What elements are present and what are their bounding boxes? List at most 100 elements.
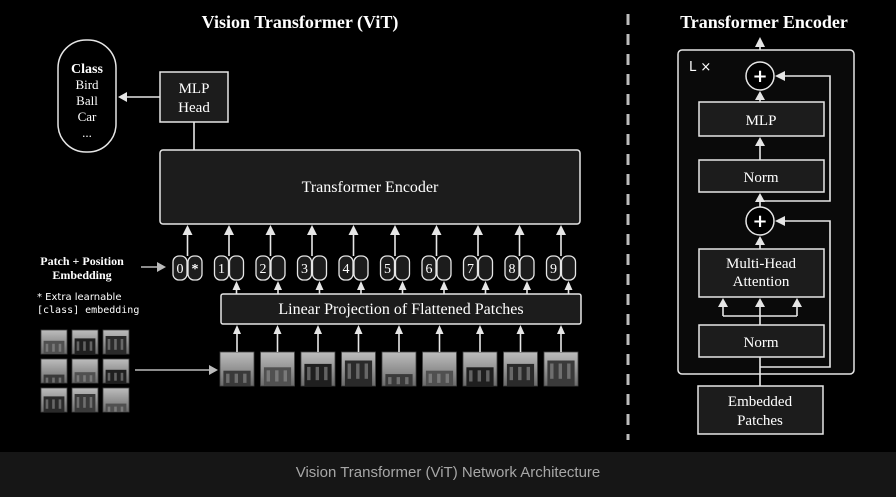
arrowhead	[557, 325, 565, 334]
flattened-patches-row	[219, 325, 579, 387]
extra-note: * Extra learnable	[37, 292, 122, 303]
arrowhead	[476, 325, 484, 334]
position-index: 2	[260, 262, 267, 277]
multi-head-attention-box: Multi-Head Attention	[698, 248, 825, 298]
patch-embedding-box	[560, 255, 577, 281]
arrowhead	[307, 225, 317, 235]
token-group: 1	[213, 225, 245, 294]
arrowhead	[265, 225, 276, 235]
residual-add-middle: +	[745, 206, 775, 236]
vit-title: Vision Transformer (ViT)	[202, 12, 399, 33]
encoder-connections	[718, 71, 831, 386]
encoder-norm-bottom-label: Norm	[744, 335, 779, 351]
token-group: 2	[255, 225, 286, 294]
embedding-label: Patch + Position	[40, 254, 124, 268]
plus-symbol: +	[752, 211, 767, 232]
arrowhead	[357, 281, 365, 290]
encoder-norm-top-label: Norm	[744, 170, 779, 186]
extra-note: [class] embedding	[37, 305, 139, 316]
plus-symbol: +	[752, 66, 767, 87]
arrowhead	[118, 92, 127, 102]
embedding-label: Embedding	[52, 268, 111, 282]
position-embedding-box	[379, 255, 396, 281]
class-item: Bird	[75, 77, 99, 92]
encoder-mlp-label: MLP	[746, 113, 777, 129]
position-index: 7	[467, 262, 474, 277]
encoder-norm-top-box: Norm	[698, 159, 825, 193]
arrowhead	[431, 225, 442, 235]
position-embedding-box	[172, 255, 188, 281]
class-token-star: *	[192, 262, 199, 277]
arrowhead	[274, 281, 282, 290]
class-item: Car	[78, 109, 97, 124]
arrowhead	[440, 281, 448, 290]
token-group: 4	[338, 225, 369, 294]
arrowhead	[755, 37, 765, 47]
flattened-patch-image	[381, 351, 417, 387]
attention-label: Multi-Head	[726, 256, 796, 272]
token-group: 7	[462, 225, 494, 294]
arrowhead	[354, 325, 363, 334]
arrowhead	[232, 281, 241, 290]
patch-embedding-box	[228, 255, 245, 281]
arrowhead	[435, 325, 444, 334]
position-embedding-box	[296, 255, 313, 281]
arrowhead	[473, 225, 483, 235]
image-grid-patch	[71, 358, 99, 384]
arrowhead	[233, 325, 241, 334]
token-group: 5	[379, 225, 411, 294]
token-group: 3	[296, 225, 328, 294]
flattened-patch-image	[543, 351, 579, 387]
image-grid-patch	[71, 329, 99, 355]
position-index: 4	[343, 262, 350, 277]
patch-embedding-box	[311, 255, 328, 281]
arrowhead	[209, 365, 218, 375]
transformer-encoder-label: Transformer Encoder	[302, 179, 439, 196]
arrowhead	[481, 281, 490, 290]
mlp-head-label: Head	[178, 100, 210, 116]
position-index: 9	[550, 262, 557, 277]
flattened-patch-image	[462, 351, 498, 387]
token-group: 0*	[172, 225, 203, 281]
arrowhead	[390, 225, 400, 235]
flattened-patch-image	[422, 351, 457, 387]
embedded-patches-label: Patches	[737, 413, 783, 429]
repeat-label: L ×	[689, 60, 711, 75]
encoder-mlp-box: MLP	[698, 101, 825, 137]
embedded-patches-box: Embedded Patches	[697, 385, 824, 435]
arrowhead	[273, 325, 282, 334]
image-grid-patch	[71, 387, 99, 413]
image-grid-patch	[102, 387, 130, 413]
patch-embedding-box	[477, 255, 494, 281]
image-patch-grid	[40, 329, 130, 413]
image-grid-patch	[40, 358, 68, 384]
patch-embedding-box	[519, 255, 535, 281]
patch-embedding-box	[353, 255, 369, 281]
token-group: 8	[504, 225, 535, 294]
flattened-patch-image	[341, 351, 376, 387]
arrowhead	[516, 325, 525, 334]
vit-architecture-diagram: Vision Transformer (ViT) Class Bird Ball…	[37, 12, 855, 440]
arrowhead	[395, 325, 403, 334]
arrowhead	[314, 325, 322, 334]
image-grid-patch	[40, 387, 68, 413]
position-index: 6	[426, 262, 433, 277]
flattened-patch-image	[503, 351, 538, 387]
position-index: 3	[301, 262, 308, 277]
encoder-detail-title: Transformer Encoder	[680, 12, 848, 32]
arrowhead	[157, 262, 166, 272]
class-item: ...	[82, 125, 92, 140]
encoder-norm-bottom-box: Norm	[698, 324, 825, 358]
arrowhead	[523, 281, 531, 290]
position-embedding-box	[421, 255, 437, 281]
position-embedding-box	[545, 255, 562, 281]
mlp-head-box: MLP Head	[159, 71, 229, 123]
position-embedding-box	[338, 255, 354, 281]
position-index: 5	[384, 262, 391, 277]
position-index: 8	[509, 262, 516, 277]
linear-projection-label: Linear Projection of Flattened Patches	[278, 301, 523, 318]
patch-embedding-box	[270, 255, 286, 281]
class-token-box	[187, 255, 203, 281]
arrowhead	[348, 225, 359, 235]
